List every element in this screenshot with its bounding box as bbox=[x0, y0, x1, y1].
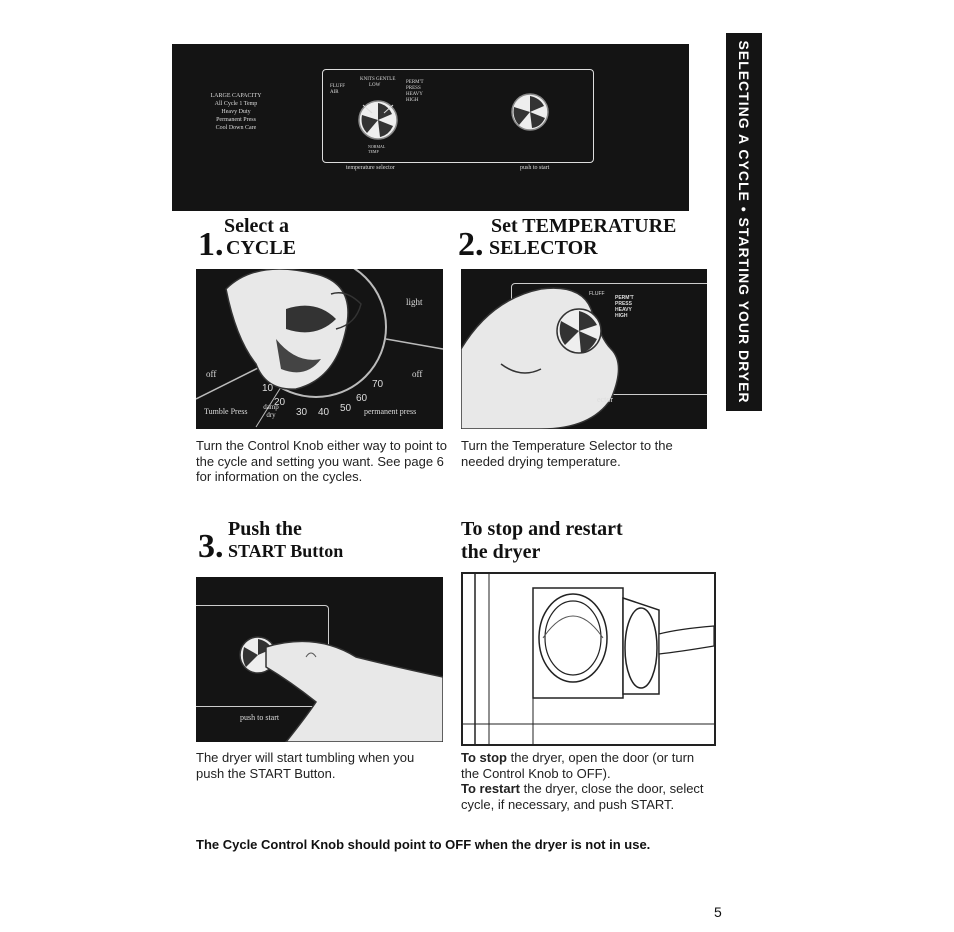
dial-number: 40 bbox=[318, 407, 330, 418]
step3-heading-line1: Push the bbox=[228, 518, 302, 540]
fluff-label: FLUFF bbox=[589, 291, 605, 297]
control-panel-frame bbox=[322, 69, 594, 163]
step1-number: 1. bbox=[198, 226, 224, 263]
stop-label: To stop bbox=[461, 750, 507, 765]
stop-text: the dryer, open the door (or turn the Co… bbox=[461, 750, 695, 781]
cycle-list-item: LARGE CAPACITY bbox=[210, 93, 262, 99]
cycle-list-item: Cool Down Care bbox=[215, 125, 257, 131]
permt-label: PERM'T PRESS HEAVY HIGH bbox=[615, 295, 634, 319]
dial-label-fluff: FLUFF AIR bbox=[330, 84, 346, 95]
step3-heading-line2: START Button bbox=[228, 541, 344, 561]
step2-heading-line2: SELECTOR bbox=[489, 237, 598, 259]
page-number: 5 bbox=[714, 904, 722, 920]
damp-dry-label: damp dry bbox=[263, 403, 279, 419]
temperature-selector-label: temperature selector bbox=[346, 165, 395, 171]
off-label-left: off bbox=[206, 369, 217, 379]
step2-text: Turn the Temperature Selector to the nee… bbox=[461, 438, 673, 469]
tumble-press-label: Tumble Press bbox=[204, 407, 248, 416]
usage-note: The Cycle Control Knob should point to O… bbox=[196, 837, 651, 852]
push-to-start-image-label: push to start bbox=[240, 713, 280, 722]
dial-number: 60 bbox=[356, 393, 368, 404]
cycle-list-item: Heavy Duty bbox=[221, 109, 251, 115]
dryer-door-illustration bbox=[461, 572, 716, 746]
step1-illustration: light off off Tumble Press damp dry perm… bbox=[196, 269, 443, 429]
cycle-list: LARGE CAPACITY All Cycle 1 Temp Heavy Du… bbox=[176, 92, 296, 132]
step3-illustration: push to start bbox=[196, 577, 443, 742]
dial-number: 20 bbox=[274, 397, 286, 408]
permanent-press-label: permanent press bbox=[364, 407, 417, 416]
dial-number: 70 bbox=[372, 379, 384, 390]
dial-number: 50 bbox=[340, 403, 352, 414]
step1-heading-line1: Select a bbox=[224, 215, 289, 237]
step3-number: 3. bbox=[198, 528, 224, 565]
control-panel-illustration: LARGE CAPACITY All Cycle 1 Temp Heavy Du… bbox=[172, 44, 689, 211]
step2-illustration: FLUFF PERM'T PRESS HEAVY HIGH ector bbox=[461, 269, 707, 429]
dial-label-permt: PERM'T PRESS HEAVY HIGH bbox=[406, 80, 424, 103]
hand-on-temperature-dial-icon bbox=[461, 287, 620, 429]
cycle-list-item: All Cycle 1 Temp bbox=[214, 101, 258, 107]
selector-fragment-label: ector bbox=[597, 395, 613, 404]
light-label: light bbox=[406, 297, 423, 307]
control-knob-dial-icon bbox=[196, 269, 443, 428]
dial-number: 10 bbox=[262, 383, 274, 394]
off-label-right: off bbox=[412, 369, 423, 379]
hand-pushing-start-icon bbox=[239, 636, 443, 742]
temperature-dial-icon bbox=[358, 100, 398, 140]
stop-restart-heading-line2: the dryer bbox=[461, 541, 541, 563]
step1-text: Turn the Control Knob either way to poin… bbox=[196, 438, 447, 484]
dial-label-low: LOW bbox=[369, 83, 381, 88]
stop-restart-heading-line1: To stop and restart bbox=[461, 518, 623, 540]
section-side-tab: SELECTING A CYCLE • STARTING YOUR DRYER bbox=[726, 33, 762, 411]
side-tab-label: SELECTING A CYCLE • STARTING YOUR DRYER bbox=[736, 40, 752, 404]
step3-text: The dryer will start tumbling when you p… bbox=[196, 750, 415, 781]
open-dryer-door-icon bbox=[463, 574, 714, 744]
push-to-start-label: push to start bbox=[520, 165, 550, 171]
step2-heading-line1: Set TEMPERATURE bbox=[491, 215, 677, 237]
dial-label-normal: NORMAL TEMP bbox=[368, 144, 386, 154]
stop-restart-text: To stop the dryer, open the door (or tur… bbox=[461, 750, 715, 812]
cycle-list-item: Permanent Press bbox=[216, 117, 256, 123]
dial-number: 30 bbox=[296, 407, 308, 418]
step2-number: 2. bbox=[458, 226, 484, 263]
step1-heading-line2: CYCLE bbox=[226, 237, 297, 259]
dial-label-top: KNITS GENTLE bbox=[360, 77, 396, 82]
restart-label: To restart bbox=[461, 781, 520, 796]
restart-text: the dryer, close the door, select cycle,… bbox=[461, 781, 704, 812]
cycle-dial-icon bbox=[511, 93, 549, 131]
